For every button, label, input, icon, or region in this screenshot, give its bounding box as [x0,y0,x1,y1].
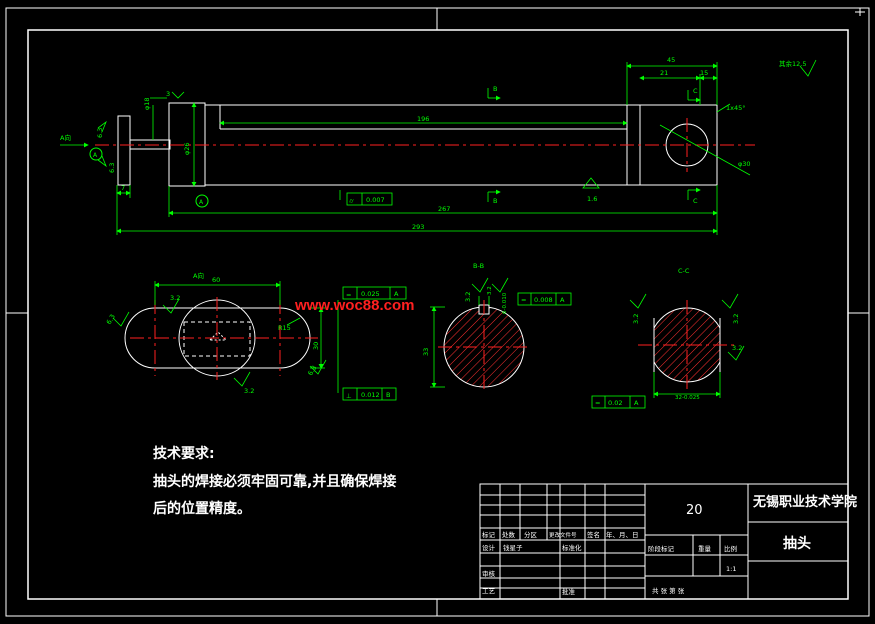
section-b-title: B-B [473,262,484,270]
section-c-rough-3: 3.2 [732,344,742,352]
tb-review-label: 审核 [482,569,496,578]
tb-std-label: 标准化 [562,543,582,552]
rough-left-1: 6.3 [96,128,104,138]
datum-a-marker-2: A [199,199,204,206]
section-c-rough-1: 3.2 [632,314,640,324]
main-tol-symbol: ⌭ [349,197,354,205]
section-b-top-label: B [493,85,497,93]
section-b-tol-datum: A [560,296,565,304]
tb-header-date: 年、月、日 [606,530,639,539]
tb-scale-label: 比例 [724,544,737,553]
view-a-tol2-value: 0.012 [361,391,380,399]
view-a-rough-1: 6.3 [105,313,117,326]
section-b-tol-value: 0.008 [534,296,553,304]
title-block: 20 无锡职业技术学院 抽头 标记 处数 分区 更改文件号 签名 年、月、日 设… [479,483,857,600]
section-b-b: B-B = 0.008 A 33 3.2 6-0.010 3.2 [422,262,572,392]
dim-phi26: φ26 [183,142,191,155]
dim-21: 21 [660,69,668,77]
view-a-tol1-datum: A [394,290,399,298]
section-b-tol-symbol: = [521,296,526,304]
tb-scale-value: 1:1 [726,565,736,573]
title-block-number: 20 [686,503,703,518]
dim-phi18: φ18 [143,97,151,110]
roughness-note: 其余12.5 [779,59,806,68]
tech-req-title: 技术要求: [153,445,215,462]
section-c-bottom-label: C [693,197,698,205]
technical-requirements: 技术要求: 抽头的焊接必须牢固可靠,并且确保焊接 后的位置精度。 [153,445,396,517]
rough-left-2: 6.3 [108,163,116,173]
dim-33: 33 [422,348,430,356]
tb-header-zone: 分区 [524,530,538,539]
tb-header-sign: 签名 [587,530,600,539]
view-a-rough-2: 3.2 [170,294,180,302]
dim-60: 60 [212,276,220,284]
dim-r15: R15 [278,324,291,332]
section-b-rough-1: 3.2 [464,292,472,302]
section-c-title: C-C [678,267,690,275]
view-a-rough-4: 6.3 [306,364,318,377]
watermark-text: www.woc88.com [294,297,414,314]
dim-45: 45 [667,56,675,64]
section-c-rough-2: 3.2 [732,314,740,324]
dim-7: 7 [121,184,125,192]
tech-req-line2: 后的位置精度。 [153,500,251,517]
main-view: A向 A A 45 21 15 196 267 293 7 1x45° φ30 … [60,56,817,235]
dim-30: 30 [312,342,320,350]
tb-design-label: 设计 [482,543,496,552]
section-c-tol-value: 0.02 [608,399,622,407]
title-block-part-name: 抽头 [783,535,811,552]
datum-a-marker: A [93,152,98,159]
tech-req-line1: 抽头的焊接必须牢固可靠,并且确保焊接 [153,473,396,490]
rough-left-3: 3 [166,90,170,98]
dim-32: 32-0.025 [675,395,700,401]
section-c-c: C-C 32-0.025 3.2 = 0.02 A 3.2 3.2 [591,267,745,409]
view-a-tol2-datum: B [386,391,390,399]
dim-293: 293 [412,223,424,231]
section-c-tol-datum: A [634,399,639,407]
tb-sheets-label: 共 张 第 张 [652,586,685,595]
tb-designer: 钱星子 [503,543,523,552]
tb-approve-label: 批准 [562,587,576,596]
tb-weight-label: 重量 [698,545,712,553]
drawing-frame [5,7,870,617]
view-a-tol1-value: 0.025 [361,290,380,298]
dim-15: 15 [700,69,708,77]
tb-header-mark: 标记 [482,530,496,539]
main-tolerance-frame [346,192,393,206]
tb-header-count: 处数 [502,530,516,539]
view-a-tol2-symbol: ⊥ [346,392,352,400]
section-b-dim-top: 6-0.010 [502,292,508,314]
dim-267: 267 [438,205,450,213]
tb-header-change-doc: 更改文件号 [549,531,577,539]
section-c-top-label: C [693,87,698,95]
flange-plate [117,115,131,186]
section-b-rough-2: 3.2 [487,286,493,295]
dim-196: 196 [417,115,429,123]
view-a: A向 60 R15 3.2 3.2 = 0.025 A ⊥ 0.012 B 30… [105,271,407,401]
view-a-arrow-label: A向 [60,133,71,142]
view-a-tol1-symbol: = [346,291,351,299]
main-tol-value: 0.007 [366,196,385,204]
section-b-bottom-label: B [493,197,497,205]
view-a-title: A向 [193,271,204,280]
title-block-school: 无锡职业技术学院 [752,494,857,510]
section-c-tol-symbol: = [595,399,600,407]
tb-stage-label: 阶段标记 [648,544,675,553]
tb-process-label: 工艺 [482,587,496,595]
rough-bottom: 1.6 [587,195,597,203]
view-a-rough-3: 3.2 [244,387,254,395]
dim-phi30: φ30 [738,160,751,168]
centering-mark-icon [855,8,865,16]
dim-1x45: 1x45° [726,104,746,112]
